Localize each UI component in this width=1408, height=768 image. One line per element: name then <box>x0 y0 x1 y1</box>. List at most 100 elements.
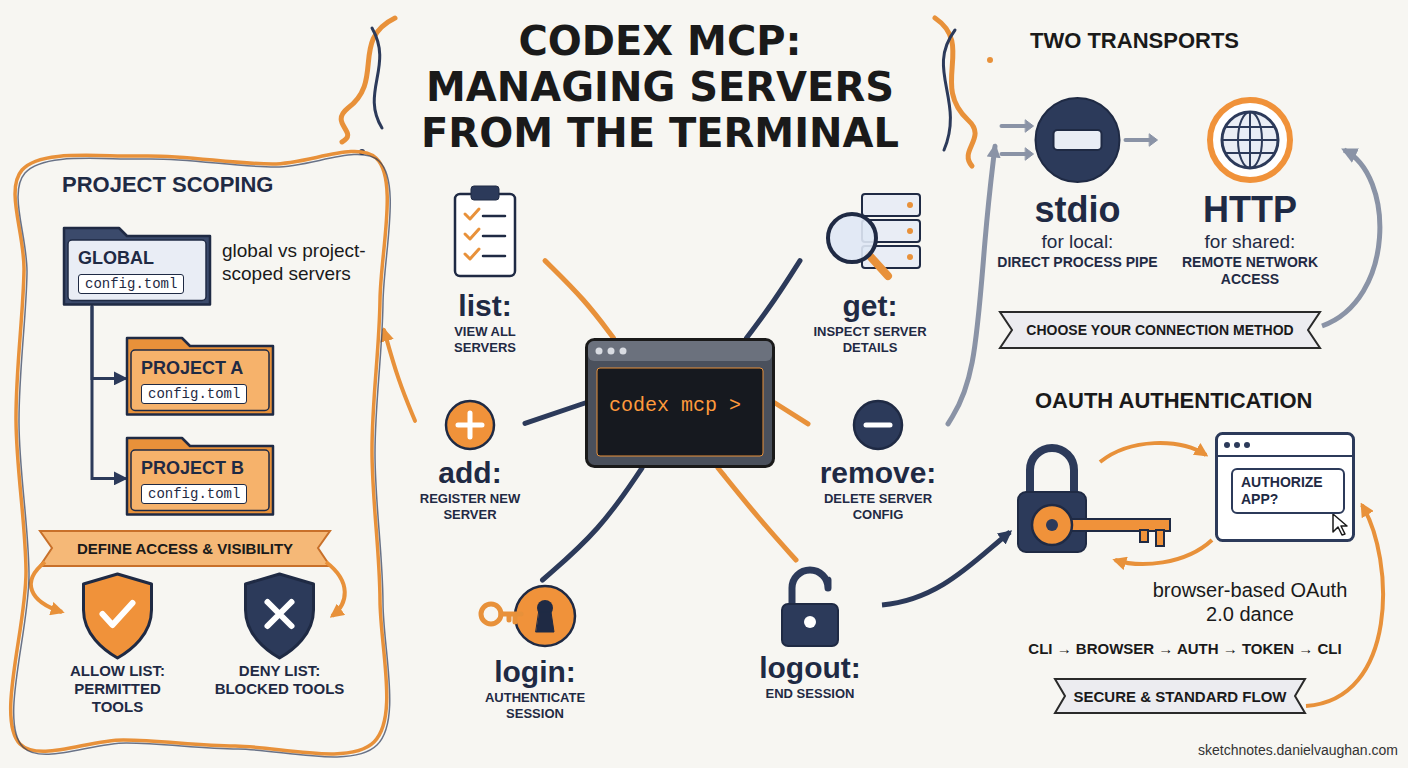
config-folder: GLOBALconfig.toml <box>62 222 212 306</box>
connector-arrow <box>948 146 995 424</box>
banner-text: CHOOSE YOUR CONNECTION METHOD <box>1000 322 1320 339</box>
dot <box>987 57 993 63</box>
lock-shackle <box>1030 448 1074 495</box>
folder-name: PROJECT A <box>141 358 267 380</box>
deny-shield: DENY LIST:BLOCKED TOOLS <box>212 570 347 700</box>
command-name: logout: <box>744 650 876 686</box>
flow-head <box>1026 120 1158 160</box>
file-name: config.toml <box>78 274 184 295</box>
shield <box>84 574 152 658</box>
transport-use: for shared: <box>1167 231 1333 254</box>
command-node: logout:END SESSION <box>740 560 880 706</box>
padlock-keyhole <box>804 616 816 628</box>
server-unit <box>862 194 920 216</box>
panel-heading: PROJECT SCOPING <box>62 172 384 198</box>
curved-arrow <box>882 532 1010 605</box>
key-tooth <box>1156 530 1164 546</box>
browser-window: AUTHORIZE APP? <box>1215 432 1355 542</box>
list-name: DENY LIST: <box>214 662 345 680</box>
padlock-body <box>782 604 838 646</box>
minus-sign <box>866 423 890 428</box>
label-box: CLI → BROWSER → AUTH → TOKEN → CLI <box>1000 640 1370 658</box>
remove-circle <box>854 401 902 449</box>
flow-line <box>1002 126 1152 154</box>
command-description: REGISTER NEW SERVER <box>417 491 523 522</box>
config-folder: PROJECT Bconfig.toml <box>125 432 275 516</box>
title-bar <box>588 341 772 361</box>
keyhole-plate <box>515 586 575 646</box>
check-line <box>483 235 505 238</box>
terminal-window: codex mcp > <box>585 338 775 468</box>
window-dot <box>1224 442 1230 448</box>
folder-back <box>127 338 273 414</box>
transport-name: HTTP <box>1167 188 1333 231</box>
panel-outline <box>11 152 388 754</box>
clipboard <box>455 194 515 276</box>
connector-arrow <box>92 306 125 478</box>
swirl <box>341 18 395 142</box>
command-name: get: <box>804 288 936 324</box>
transport-description: REMOTE NETWORK ACCESS <box>1167 254 1333 288</box>
label-box: TWO TRANSPORTS <box>1030 28 1330 54</box>
key-hole <box>1046 519 1058 531</box>
dialog-text: AUTHORIZE APP? <box>1231 468 1345 514</box>
connector-line <box>775 403 808 424</box>
command-node: login:AUTHENTICATE SESSION <box>460 580 610 725</box>
panel-outline <box>14 155 391 757</box>
check-mark <box>103 603 133 625</box>
key-head <box>1032 505 1072 545</box>
connector-arrow <box>92 306 125 378</box>
label-box: CHOOSE YOUR CONNECTION METHOD <box>1000 322 1320 339</box>
swirl <box>372 28 382 128</box>
server-led <box>907 202 913 208</box>
window-dot <box>1244 442 1250 448</box>
banner-text: SECURE & STANDARD FLOW <box>1050 688 1310 706</box>
folder-name: PROJECT B <box>141 458 267 480</box>
transport-node: stdiofor local:DIRECT PROCESS PIPE <box>995 92 1160 273</box>
clipboard-clip <box>471 186 499 200</box>
banner-text: DEFINE ACCESS & VISIBILITY <box>30 540 340 558</box>
command-node: add:REGISTER NEW SERVER <box>415 395 525 524</box>
transport-name: stdio <box>997 188 1158 231</box>
section-heading: OAUTH AUTHENTICATION <box>1035 388 1355 414</box>
folder-back <box>64 228 210 304</box>
title-box: CODEX MCP: MANAGING SERVERS FROM THE TER… <box>410 18 910 156</box>
connector-line <box>747 261 801 338</box>
connector-line <box>543 468 643 580</box>
folder-front <box>131 450 269 510</box>
command-name: list: <box>429 288 541 324</box>
keyhole <box>536 612 554 632</box>
key-tooth <box>1140 530 1148 542</box>
allow-shield: ALLOW LIST:PERMITTED TOOLS <box>50 570 185 718</box>
curved-arrow <box>31 562 62 612</box>
swirl <box>943 30 955 150</box>
label-box: DEFINE ACCESS & VISIBILITY <box>30 540 340 558</box>
pipe-badge <box>1036 98 1120 182</box>
window-dot <box>596 348 603 355</box>
globe <box>1222 112 1278 168</box>
globe-line <box>1222 112 1278 168</box>
connector-line <box>718 468 796 560</box>
command-name: remove: <box>812 455 944 491</box>
folder-front <box>68 240 206 300</box>
connector-line <box>525 403 585 423</box>
check-line <box>483 215 505 218</box>
command-node: remove:DELETE SERVER CONFIG <box>808 395 948 526</box>
pipe <box>1054 130 1102 150</box>
command-description: AUTHENTICATE SESSION <box>464 690 606 721</box>
command-node: get:INSPECT SERVER DETAILS <box>800 180 940 359</box>
browser-frame <box>1217 434 1354 541</box>
server-led <box>907 254 913 260</box>
magnifier-lens <box>828 214 876 262</box>
add-circle <box>446 401 494 449</box>
check-line <box>483 255 505 258</box>
command-description: INSPECT SERVER DETAILS <box>804 324 936 355</box>
curved-arrow <box>1322 150 1380 326</box>
transport-use: for local: <box>997 231 1158 254</box>
globe-ring <box>1210 100 1290 180</box>
transport-node: HTTPfor shared:REMOTE NETWORK ACCESS <box>1165 92 1335 290</box>
shield <box>246 574 314 658</box>
padlock-shackle <box>792 570 828 606</box>
list-description: PERMITTED TOOLS <box>52 680 183 716</box>
